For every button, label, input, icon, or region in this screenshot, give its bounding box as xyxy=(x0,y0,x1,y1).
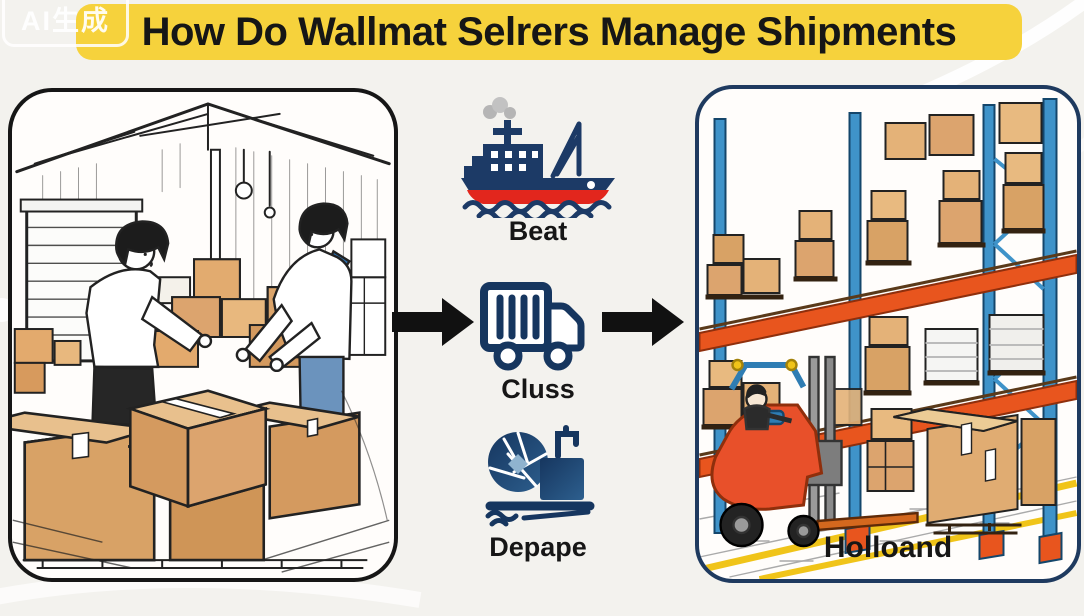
globe-port-icon xyxy=(485,425,595,527)
title-banner: How Do Wallmat Selrers Manage Shipments xyxy=(76,4,1022,60)
warehouse-storage-panel: Holloand xyxy=(695,85,1081,583)
warehouse-racking-illustration xyxy=(699,98,1077,579)
packing-scene-panel xyxy=(8,88,398,582)
flow-arrow-right-1 xyxy=(392,298,474,346)
ai-generated-watermark: AI生成 xyxy=(2,0,129,47)
cargo-ship-icon xyxy=(461,97,615,218)
step-label-truck: Cluss xyxy=(501,374,575,404)
page-title: How Do Wallmat Selrers Manage Shipments xyxy=(141,9,957,54)
warehouse-packing-illustration xyxy=(12,102,391,573)
flow-arrow-right-2 xyxy=(602,298,684,346)
step-label-ship: Beat xyxy=(508,216,568,246)
delivery-truck-icon xyxy=(480,282,585,371)
ai-generated-watermark-text: AI生成 xyxy=(21,6,110,36)
warehouse-caption: Holloand xyxy=(823,531,953,564)
step-label-port: Depape xyxy=(489,532,587,562)
